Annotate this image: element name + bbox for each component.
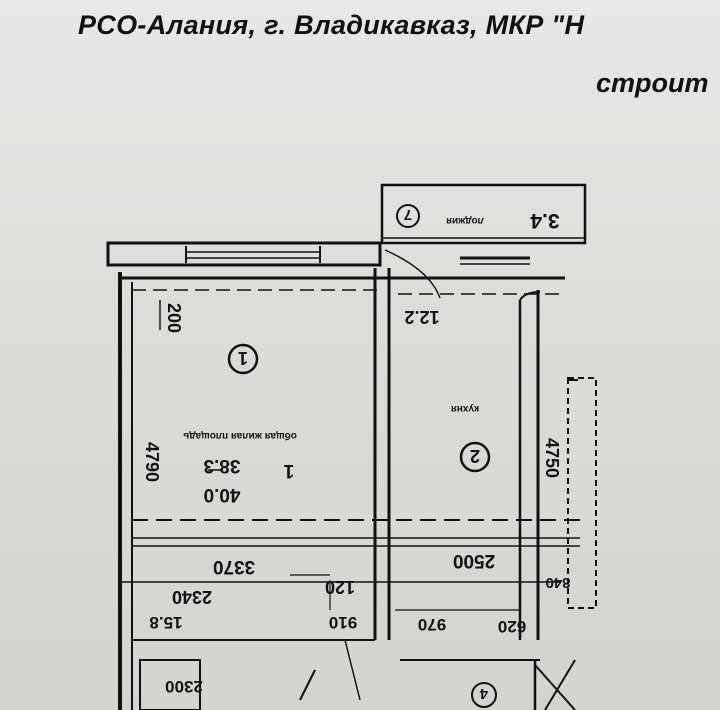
room-1-area-top: 38.3 <box>204 455 241 476</box>
dim-120: 120 <box>325 577 355 597</box>
room-4-number: 4 <box>479 685 488 702</box>
dim-2340: 2340 <box>172 587 212 607</box>
dim-4750: 4750 <box>542 438 562 478</box>
builder-heading: строит <box>596 68 709 98</box>
room-1-number: 1 <box>238 348 248 368</box>
loggia-outline <box>380 183 587 245</box>
dim-4790: 4790 <box>142 442 162 482</box>
room-7-number: 7 <box>404 206 412 223</box>
room-2-caption: кухня <box>451 403 479 414</box>
dim-840: 840 <box>545 574 570 591</box>
room-2-number: 2 <box>470 446 480 466</box>
room-1-area-bottom: 40.0 <box>204 484 241 505</box>
dim-910: 910 <box>329 613 357 632</box>
room-1-numerator: 1 <box>283 460 294 481</box>
address-heading: РСО-Алания, г. Владикавказ, МКР "Н <box>78 10 585 40</box>
dim-3370: 3370 <box>213 556 255 577</box>
room-1-caption: общая жилая площадь <box>183 430 297 442</box>
dim-200: 200 <box>164 303 184 333</box>
dim-2500: 2500 <box>453 550 495 571</box>
room-7-area: 3.4 <box>530 209 560 232</box>
dim-15-8: 15.8 <box>149 613 182 632</box>
dim-2300: 2300 <box>165 677 203 696</box>
balcony-strip <box>106 241 382 267</box>
dim-970: 970 <box>418 615 446 634</box>
dim-12-2: 12.2 <box>404 307 439 327</box>
room-7-caption: лоджия <box>446 215 484 226</box>
dim-620: 620 <box>498 617 526 636</box>
